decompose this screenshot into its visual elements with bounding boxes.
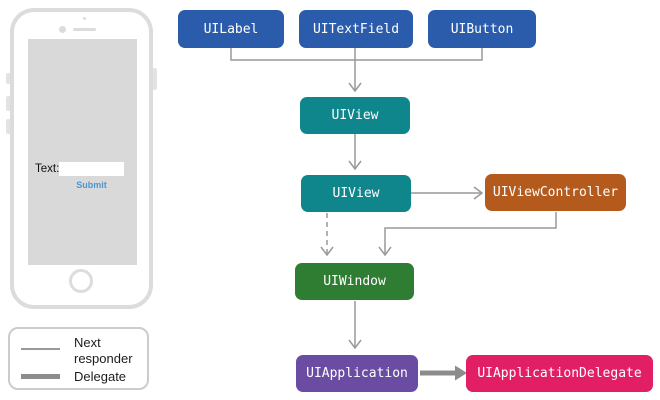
phone-screen: Text: Submit bbox=[28, 39, 137, 265]
proximity-sensor-dot bbox=[83, 17, 86, 20]
legend-label-delegate: Delegate bbox=[74, 369, 127, 384]
legend-box: Next responder Delegate bbox=[8, 327, 149, 390]
phone-mockup: Text: Submit bbox=[10, 8, 153, 309]
next-responder-line-sample bbox=[21, 348, 60, 350]
node-uitextfield: UITextField bbox=[299, 10, 413, 48]
mock-text-input[interactable] bbox=[59, 162, 124, 176]
node-uiview-bottom: UIView bbox=[301, 175, 411, 212]
home-button bbox=[69, 269, 93, 293]
phone-volume-up-button bbox=[6, 96, 11, 111]
arrowhead-uiwindow-icon bbox=[378, 246, 392, 257]
legend-label-next-responder: Next responder bbox=[74, 335, 133, 366]
node-uiview-top: UIView bbox=[300, 97, 410, 134]
delegate-line-sample bbox=[21, 374, 60, 379]
connector-uiviewcontroller-to-uiwindow bbox=[384, 212, 557, 254]
phone-volume-down-button bbox=[6, 119, 11, 134]
arrowhead-uiviewcontroller-icon bbox=[473, 186, 484, 200]
node-uiviewcontroller: UIViewController bbox=[485, 174, 626, 211]
delegate-wire bbox=[420, 365, 467, 381]
arrowhead-uiapplication-icon bbox=[348, 339, 362, 350]
mock-submit-button[interactable]: Submit bbox=[76, 180, 107, 190]
arrowhead-dashed-uiwindow-icon bbox=[320, 246, 334, 257]
text-field-label: Text: bbox=[35, 163, 60, 175]
arrowhead-to-uiview-top-icon bbox=[348, 82, 362, 93]
node-uilabel: UILabel bbox=[178, 10, 284, 48]
connector-uilabel-uibutton-merge bbox=[230, 48, 483, 61]
node-uiapplication: UIApplication bbox=[296, 355, 418, 392]
node-uiapplicationdelegate: UIApplicationDelegate bbox=[466, 355, 653, 392]
arrowhead-uiview-uiview-icon bbox=[348, 160, 362, 171]
phone-mute-switch bbox=[6, 73, 11, 84]
speaker-slot bbox=[73, 28, 96, 31]
front-camera-icon bbox=[59, 26, 66, 33]
node-uiwindow: UIWindow bbox=[295, 263, 414, 300]
node-uibutton: UIButton bbox=[428, 10, 536, 48]
phone-power-button bbox=[152, 68, 157, 90]
